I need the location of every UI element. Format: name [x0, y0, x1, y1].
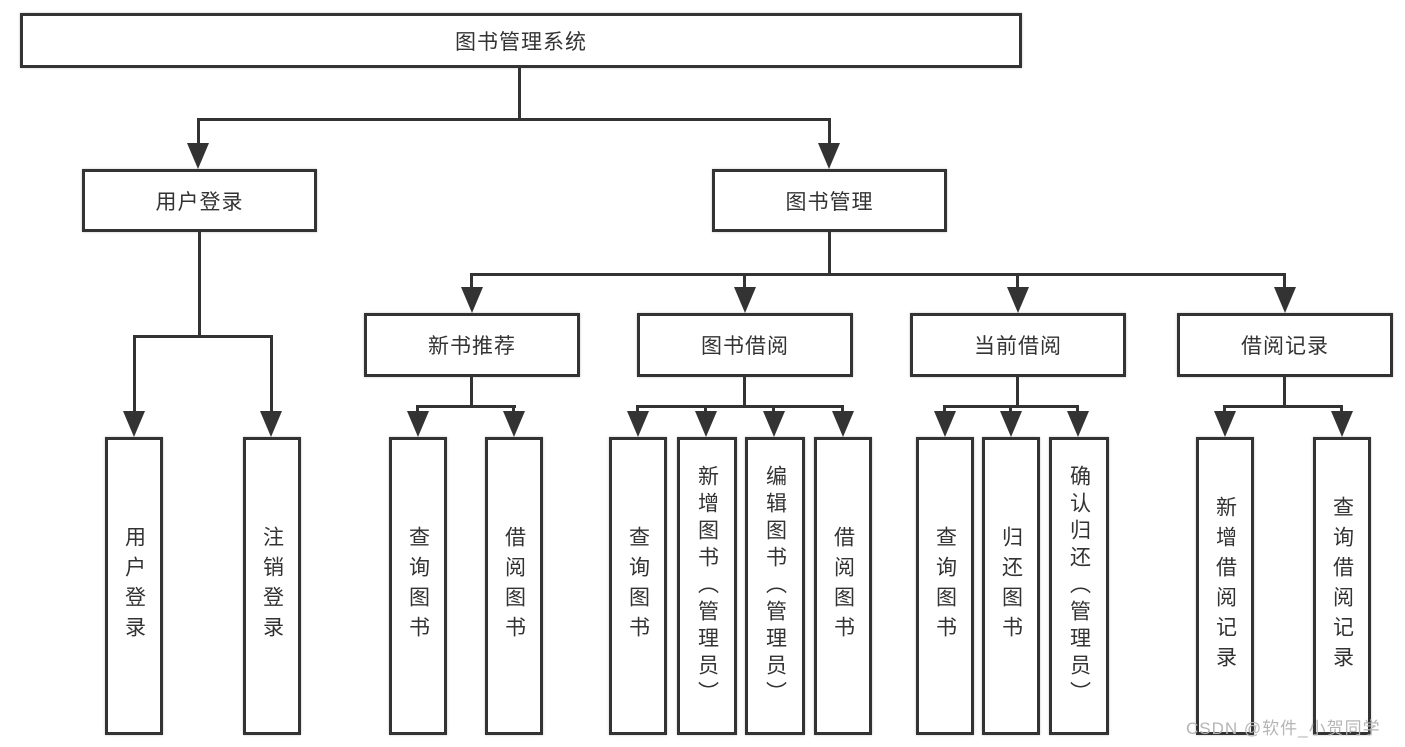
connector-nb-borrow-stem — [512, 405, 515, 411]
arrow-cb-return — [1000, 411, 1022, 437]
leaf-current-confirm: 确认归还（管理员） — [1049, 437, 1109, 735]
connector-borrow-stem — [743, 377, 746, 405]
node-user-login-label: 用户登录 — [155, 190, 244, 214]
connector-records-bus — [1223, 405, 1343, 408]
leaf-borrow-add-label: 新增图书（管理员） — [695, 464, 719, 708]
arrow-to-records — [1274, 287, 1296, 313]
connector-bb-borrow-stem — [841, 405, 844, 411]
arrow-cb-query — [934, 411, 956, 437]
arrow-to-book-mgmt — [818, 143, 840, 169]
leaf-current-return-label: 归还图书 — [999, 526, 1023, 646]
node-borrow-records: 借阅记录 — [1177, 313, 1393, 377]
arrow-bb-query — [627, 411, 649, 437]
connector-br-query-stem — [1340, 405, 1343, 411]
leaf-newbook-borrow: 借阅图书 — [485, 437, 543, 735]
arrow-to-user-login — [187, 143, 209, 169]
arrow-cb-confirm — [1067, 411, 1089, 437]
node-root-label: 图书管理系统 — [455, 30, 587, 54]
node-user-login: 用户登录 — [82, 169, 317, 232]
connector-root-bus — [197, 118, 831, 121]
connector-newbook-stem — [470, 377, 473, 405]
connector-bb-add-stem — [704, 405, 707, 411]
leaf-logout: 注销登录 — [243, 437, 301, 735]
arrow-bb-edit — [763, 411, 785, 437]
node-current-borrow: 当前借阅 — [910, 313, 1126, 377]
connector-user-login-stem — [198, 232, 201, 335]
leaf-records-add: 新增借阅记录 — [1196, 437, 1254, 735]
arrow-bb-add — [695, 411, 717, 437]
connector-root-stem — [518, 68, 521, 118]
leaf-borrow-edit-label: 编辑图书（管理员） — [763, 464, 787, 708]
arrow-leaf-login — [123, 411, 145, 437]
leaf-borrow-borrow-label: 借阅图书 — [831, 526, 855, 646]
connector-bb-edit-stem — [772, 405, 775, 411]
connector-leaf-login-stem — [133, 335, 136, 411]
leaf-logout-label: 注销登录 — [260, 526, 284, 646]
node-newbook-rec: 新书推荐 — [364, 313, 580, 377]
node-root: 图书管理系统 — [20, 13, 1022, 68]
leaf-records-add-label: 新增借阅记录 — [1213, 496, 1237, 676]
arrow-bb-borrow — [832, 411, 854, 437]
connector-current-stem — [1016, 377, 1019, 405]
leaf-borrow-borrow: 借阅图书 — [814, 437, 872, 735]
connector-nb-query-stem — [416, 405, 419, 411]
arrow-to-current — [1007, 287, 1029, 313]
leaf-records-query-label: 查询借阅记录 — [1330, 496, 1354, 676]
connector-newbook-bus — [416, 405, 516, 408]
csdn-watermark: CSDN @软件_小贺同学 — [1186, 719, 1381, 738]
arrow-br-query — [1331, 411, 1353, 437]
connector-borrow-bus — [636, 405, 844, 408]
node-book-mgmt: 图书管理 — [712, 169, 947, 232]
connector-to-book-mgmt-stem — [828, 118, 831, 143]
arrow-to-borrow — [734, 287, 756, 313]
node-borrow-records-label: 借阅记录 — [1241, 335, 1329, 358]
leaf-newbook-query: 查询图书 — [389, 437, 447, 735]
node-book-borrow-label: 图书借阅 — [701, 335, 789, 358]
leaf-current-query-label: 查询图书 — [933, 526, 957, 646]
leaf-borrow-query-label: 查询图书 — [626, 526, 650, 646]
leaf-current-return: 归还图书 — [982, 437, 1040, 735]
connector-to-records-stem — [1283, 273, 1286, 287]
connector-to-current-stem — [1016, 273, 1019, 287]
connector-cb-query-stem — [943, 405, 946, 411]
arrow-to-newbook — [461, 287, 483, 313]
connector-cb-return-stem — [1009, 405, 1012, 411]
connector-to-borrow-stem — [743, 273, 746, 287]
node-book-mgmt-label: 图书管理 — [785, 190, 874, 214]
connector-user-login-bus — [133, 335, 273, 338]
connector-book-mgmt-bus — [470, 273, 1286, 276]
leaf-user-login-label: 用户登录 — [122, 526, 146, 646]
connector-br-add-stem — [1223, 405, 1226, 411]
leaf-borrow-edit: 编辑图书（管理员） — [745, 437, 805, 735]
connector-book-mgmt-stem — [828, 232, 831, 273]
arrow-nb-query — [407, 411, 429, 437]
leaf-borrow-query: 查询图书 — [609, 437, 667, 735]
connector-bb-query-stem — [636, 405, 639, 411]
connector-records-stem — [1283, 377, 1286, 405]
connector-to-newbook-stem — [470, 273, 473, 287]
connector-leaf-logout-stem — [270, 335, 273, 411]
leaf-records-query: 查询借阅记录 — [1313, 437, 1371, 735]
connector-cb-confirm-stem — [1076, 405, 1079, 411]
connector-to-user-login-stem — [197, 118, 200, 143]
leaf-newbook-borrow-label: 借阅图书 — [502, 526, 526, 646]
arrow-br-add — [1214, 411, 1236, 437]
leaf-current-query: 查询图书 — [916, 437, 974, 735]
leaf-user-login: 用户登录 — [105, 437, 163, 735]
arrow-leaf-logout — [260, 411, 282, 437]
arrow-nb-borrow — [503, 411, 525, 437]
node-newbook-rec-label: 新书推荐 — [428, 335, 516, 358]
leaf-newbook-query-label: 查询图书 — [406, 526, 430, 646]
node-book-borrow: 图书借阅 — [637, 313, 853, 377]
node-current-borrow-label: 当前借阅 — [974, 335, 1062, 358]
leaf-borrow-add: 新增图书（管理员） — [677, 437, 737, 735]
leaf-current-confirm-label: 确认归还（管理员） — [1067, 464, 1091, 708]
